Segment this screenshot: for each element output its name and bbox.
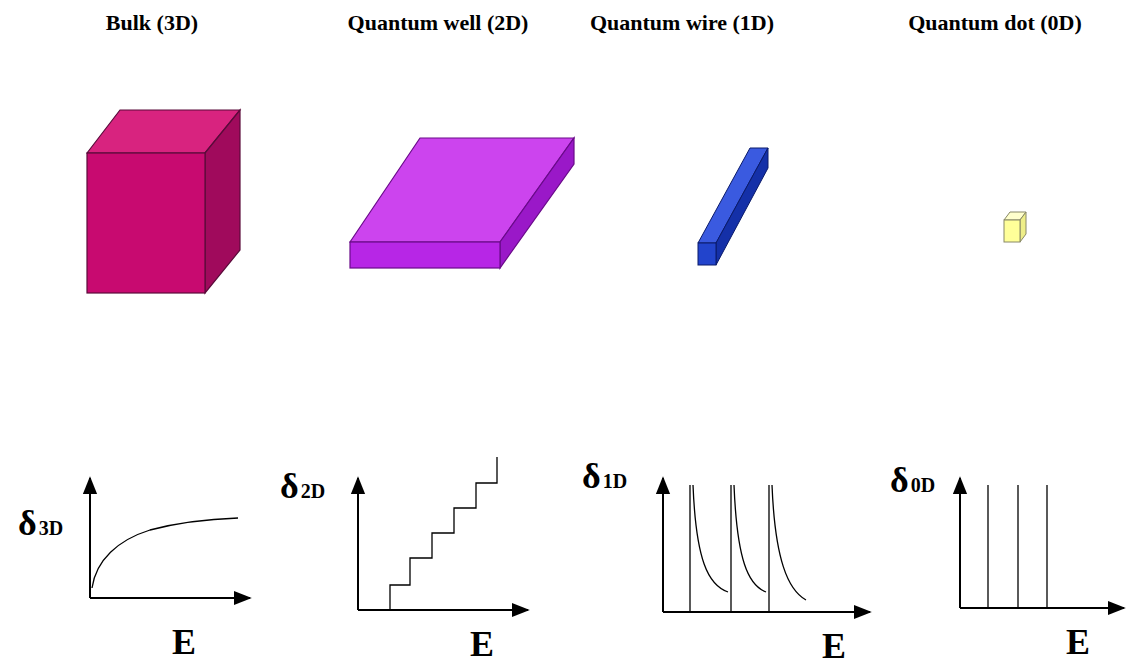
quantum-dot [1004, 212, 1026, 242]
column-title: Quantum wire (1D) [590, 12, 774, 34]
axis-label: δ3D [18, 505, 63, 541]
axis-label: E [172, 624, 196, 660]
dos-1d-plot [663, 478, 870, 612]
axis-label: E [470, 626, 494, 662]
bulk-cube [87, 110, 240, 293]
axis-label: E [1066, 624, 1090, 660]
column-title: Quantum dot (0D) [908, 12, 1082, 34]
axis-label: δ0D [890, 462, 935, 498]
axis-label: δ2D [280, 468, 325, 504]
axis-label: E [822, 628, 846, 664]
column-title: Quantum well (2D) [348, 12, 529, 34]
dos-3d-plot [90, 478, 250, 598]
quantum-well-slab [350, 138, 574, 268]
column-title: Bulk (3D) [106, 12, 198, 34]
dos-2d-plot [358, 457, 528, 610]
dos-0d-plot [960, 478, 1124, 608]
axis-label: δ1D [582, 458, 627, 494]
quantum-wire [698, 148, 768, 265]
